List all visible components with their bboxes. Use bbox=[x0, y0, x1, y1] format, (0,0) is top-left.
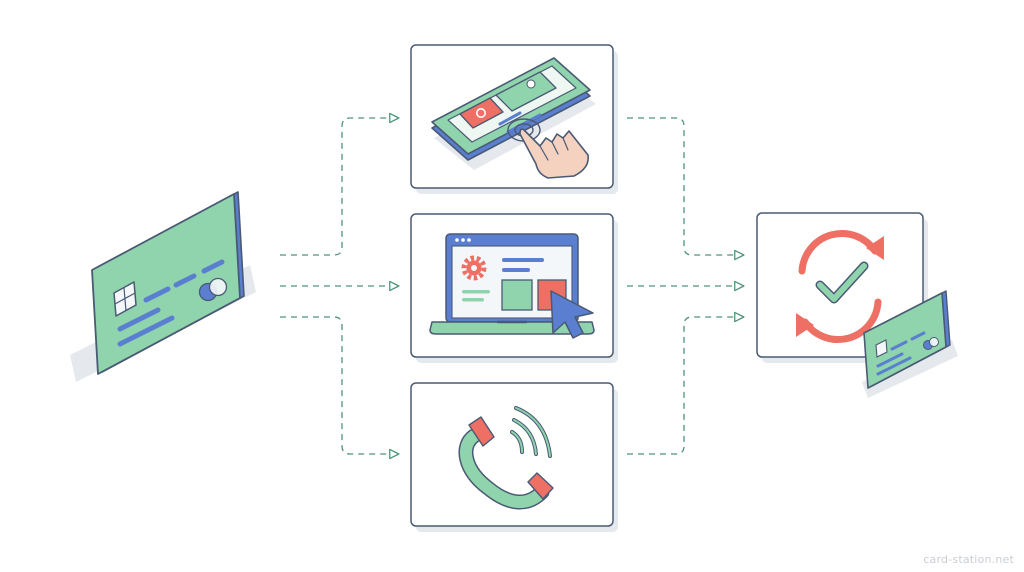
credit-card-icon bbox=[70, 191, 256, 382]
phone-handset-icon bbox=[458, 406, 554, 510]
card-logo-icon bbox=[198, 277, 228, 302]
smartphone-tap-icon bbox=[431, 57, 596, 179]
cursor-arrow-icon bbox=[550, 290, 594, 339]
sync-check-icon bbox=[796, 230, 884, 343]
arrow-from-mobile-app bbox=[627, 117, 745, 261]
credit-card-icon bbox=[862, 290, 958, 398]
card-chip-icon bbox=[113, 281, 137, 317]
arrow-from-phone-call bbox=[627, 311, 745, 455]
watermark-text: card-station.net bbox=[923, 553, 1014, 566]
pointing-hand-icon bbox=[519, 128, 590, 179]
channel-panel-phone-call bbox=[410, 382, 618, 532]
connectors-right bbox=[627, 117, 745, 455]
arrow-to-phone-call bbox=[280, 316, 400, 460]
channel-panel-mobile-app bbox=[410, 44, 618, 194]
connectors-left bbox=[280, 112, 400, 460]
laptop-settings-icon bbox=[429, 233, 595, 339]
channel-panel-online-banking bbox=[410, 213, 618, 363]
result-panel bbox=[756, 212, 958, 398]
arrow-to-mobile-app bbox=[280, 112, 400, 256]
gear-icon bbox=[461, 255, 487, 281]
